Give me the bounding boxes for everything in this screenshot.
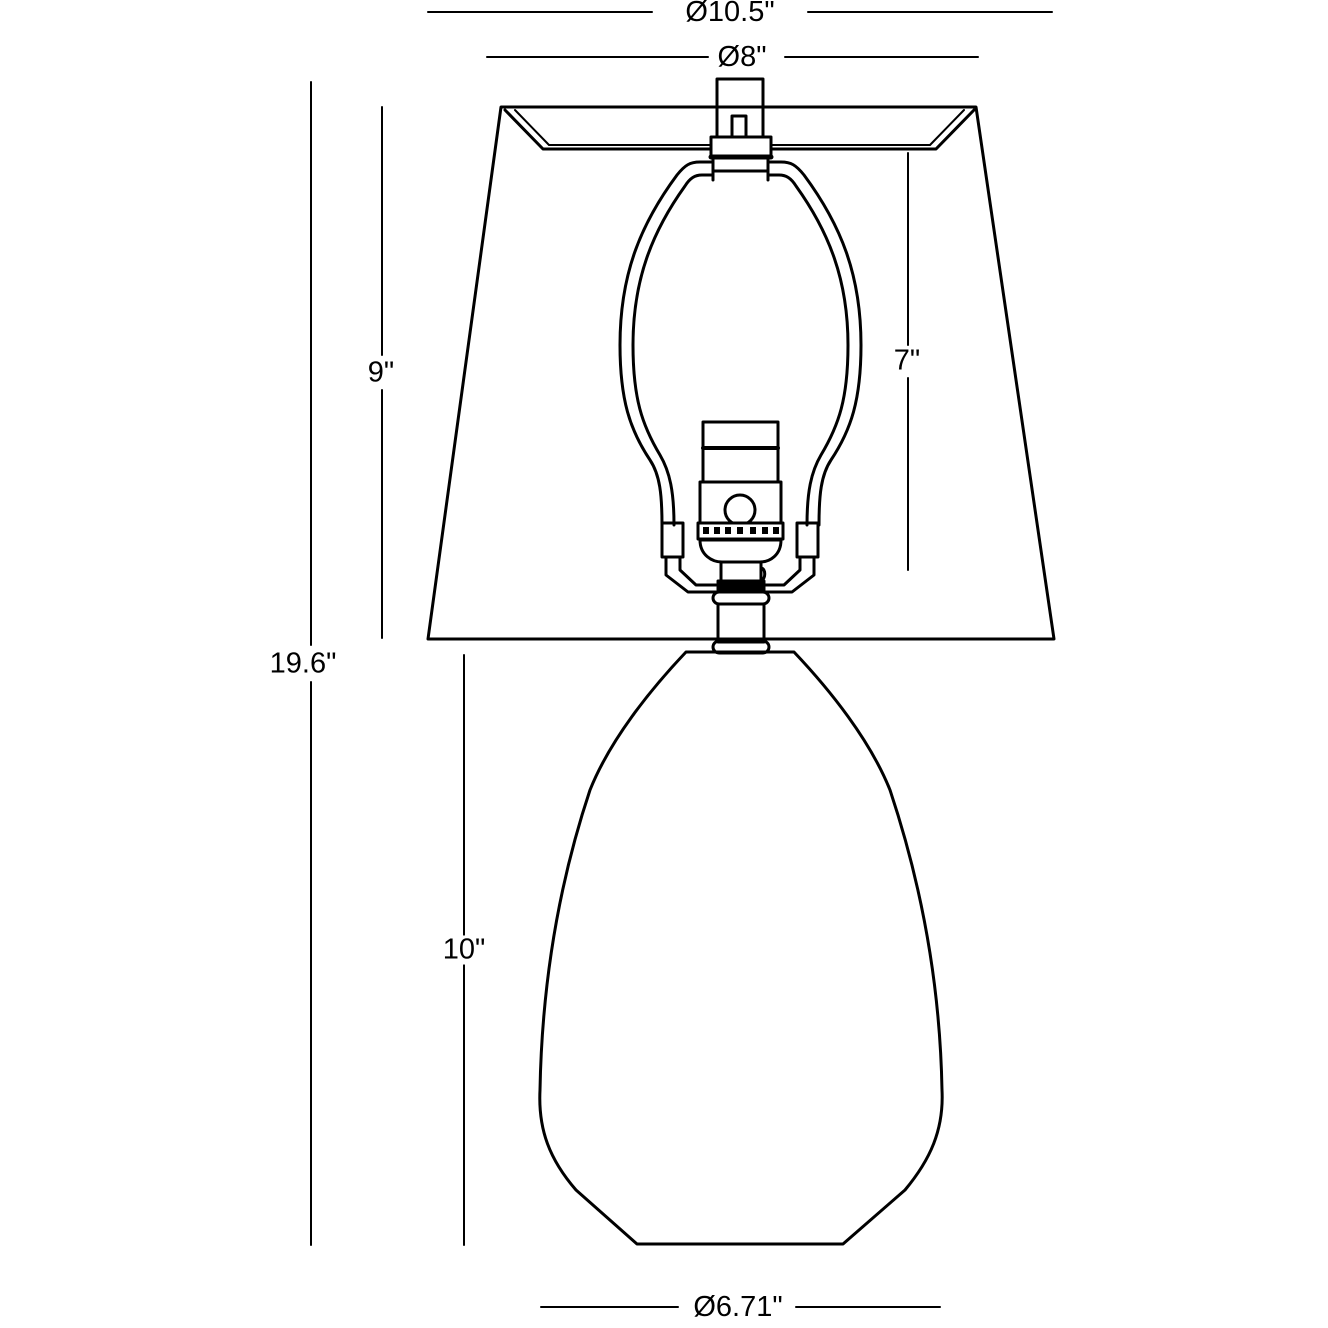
shade-height-label: 9"	[365, 356, 397, 389]
base-height-label: 10"	[440, 933, 488, 966]
base-diameter-label: Ø6.71"	[691, 1291, 785, 1323]
shade-top-diameter-label: Ø8"	[715, 41, 769, 73]
lamp-shade	[426, 105, 1056, 641]
dimension-lines	[310, 11, 1053, 1308]
socket	[696, 420, 785, 655]
finial	[708, 77, 774, 182]
shade-bottom-diameter-label: Ø10.5"	[683, 0, 777, 28]
harp-height-label: 7"	[891, 344, 923, 377]
lamp-base	[538, 650, 944, 1246]
harp	[618, 160, 863, 594]
overall-height-label: 19.6"	[267, 647, 339, 680]
